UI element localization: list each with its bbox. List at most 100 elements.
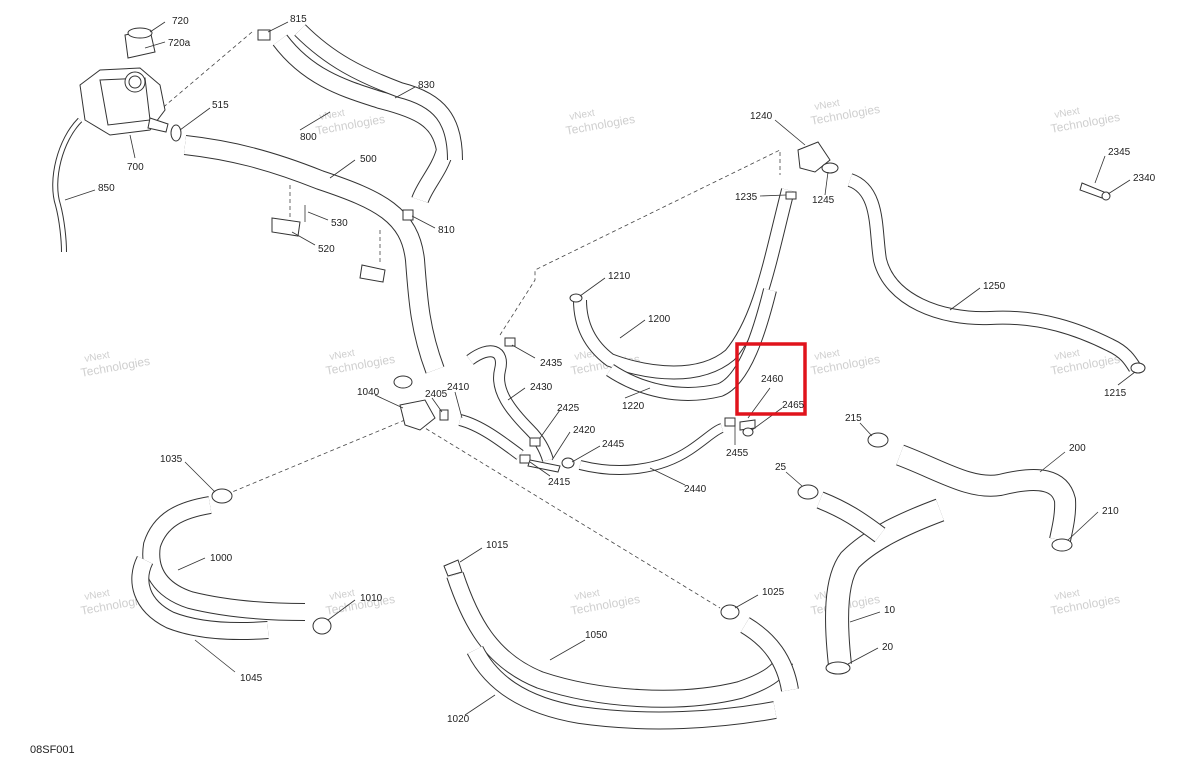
dash-line (159, 31, 253, 111)
callout-700: 700 (127, 162, 144, 173)
clamp-1010-icon (312, 617, 332, 635)
watermark: vNext (329, 348, 356, 363)
callout-1040: 1040 (357, 387, 380, 398)
callout-1240: 1240 (750, 111, 773, 122)
callout-720: 720 (172, 16, 189, 27)
callout-2465: 2465 (782, 400, 805, 411)
assembly-lines (159, 31, 781, 609)
watermark: vNext (1054, 348, 1081, 363)
callout-1025: 1025 (762, 587, 785, 598)
callout-2420: 2420 (573, 425, 596, 436)
leader-lines (64, 21, 1136, 716)
callout-10: 10 (884, 605, 896, 616)
watermark: vNext (319, 108, 346, 123)
callout-210: 210 (1102, 506, 1119, 517)
clamp-1025-icon (720, 604, 740, 620)
clamp-2445-icon (561, 457, 575, 469)
callout-2425: 2425 (557, 403, 580, 414)
callout-850: 850 (98, 183, 115, 194)
fitting-1040-icon (399, 399, 436, 431)
clamp-1035-icon (211, 488, 233, 504)
watermark: vNext (569, 108, 596, 123)
clamp-25-icon (797, 484, 819, 500)
callout-2340: 2340 (1133, 173, 1156, 184)
hoses (52, 24, 1141, 730)
callout-1250: 1250 (983, 281, 1006, 292)
clamp-215-icon (867, 432, 889, 448)
callout-1050: 1050 (585, 630, 608, 641)
callout-1200: 1200 (648, 314, 671, 325)
clamp-510-icon (393, 375, 413, 389)
callout-810: 810 (438, 225, 455, 236)
callout-530: 530 (331, 218, 348, 229)
watermark: vNext (814, 348, 841, 363)
tee-2420-icon (527, 459, 561, 473)
clamp-1215-icon (1130, 362, 1146, 374)
callout-800: 800 (300, 132, 317, 143)
watermark: vNext (814, 98, 841, 113)
callout-1220: 1220 (622, 401, 645, 412)
sensor-2345-icon (1079, 182, 1105, 199)
fitting-1015-icon (443, 559, 463, 577)
callout-515: 515 (212, 100, 229, 111)
callout-1045: 1045 (240, 673, 263, 684)
callout-2440: 2440 (684, 484, 707, 495)
callout-2415: 2415 (548, 477, 571, 488)
highlight-box (735, 342, 807, 416)
clamp-515-icon (170, 124, 182, 142)
callout-500: 500 (360, 154, 377, 165)
watermark: vNext (84, 588, 111, 603)
callout-720a: 720a (168, 38, 191, 49)
callout-2345: 2345 (1108, 147, 1131, 158)
callout-1015: 1015 (486, 540, 509, 551)
callout-2405: 2405 (425, 389, 448, 400)
callout-2460: 2460 (761, 374, 784, 385)
callout-1010: 1010 (360, 593, 383, 604)
callout-1215: 1215 (1104, 388, 1127, 399)
reservoir-outlet-icon (147, 117, 169, 133)
clamp-815-icon (257, 29, 271, 41)
clamp-1210-icon (569, 293, 583, 303)
dash-line (224, 419, 406, 496)
clamp-1235-icon (785, 191, 797, 200)
callout-830: 830 (418, 80, 435, 91)
callout-1020: 1020 (447, 714, 470, 725)
watermark: vNext (1054, 588, 1081, 603)
callout-2410: 2410 (447, 382, 470, 393)
dash-line (499, 149, 781, 336)
callout-1000: 1000 (210, 553, 233, 564)
callout-815: 815 (290, 14, 307, 25)
callout-200: 200 (1069, 443, 1086, 454)
clamp-2455-icon (724, 417, 736, 427)
callout-1210: 1210 (608, 271, 631, 282)
callout-520: 520 (318, 244, 335, 255)
clamp-20-icon (825, 661, 851, 675)
clamp-2415-icon (519, 454, 531, 464)
callout-2435: 2435 (540, 358, 563, 369)
clamp-1245-icon (821, 162, 839, 174)
parts (79, 27, 1146, 675)
callout-1035: 1035 (160, 454, 183, 465)
watermark: vNext (84, 350, 111, 365)
callout-2455: 2455 (726, 448, 749, 459)
bracket-icon (359, 264, 386, 283)
callout-2445: 2445 (602, 439, 625, 450)
callout-20: 20 (882, 642, 894, 653)
clamp-2425-icon (529, 437, 541, 447)
bracket-520-icon (271, 217, 301, 237)
fitting-2465-icon (742, 427, 754, 437)
clamp-2435-icon (504, 337, 516, 347)
callout-labels: 720 720a 815 830 800 515 700 500 850 530… (98, 14, 1156, 725)
diagram-code: 08SF001 (30, 744, 75, 756)
fitting-2405-icon (439, 409, 449, 421)
callout-25: 25 (775, 462, 787, 473)
clamp-810-icon (402, 209, 414, 221)
watermark: vNext (574, 588, 601, 603)
watermark: vNext (1054, 106, 1081, 121)
watermark: vNext (329, 588, 356, 603)
callout-1235: 1235 (735, 192, 758, 203)
dash-line (419, 424, 721, 609)
callout-215: 215 (845, 413, 862, 424)
callout-1245: 1245 (812, 195, 835, 206)
